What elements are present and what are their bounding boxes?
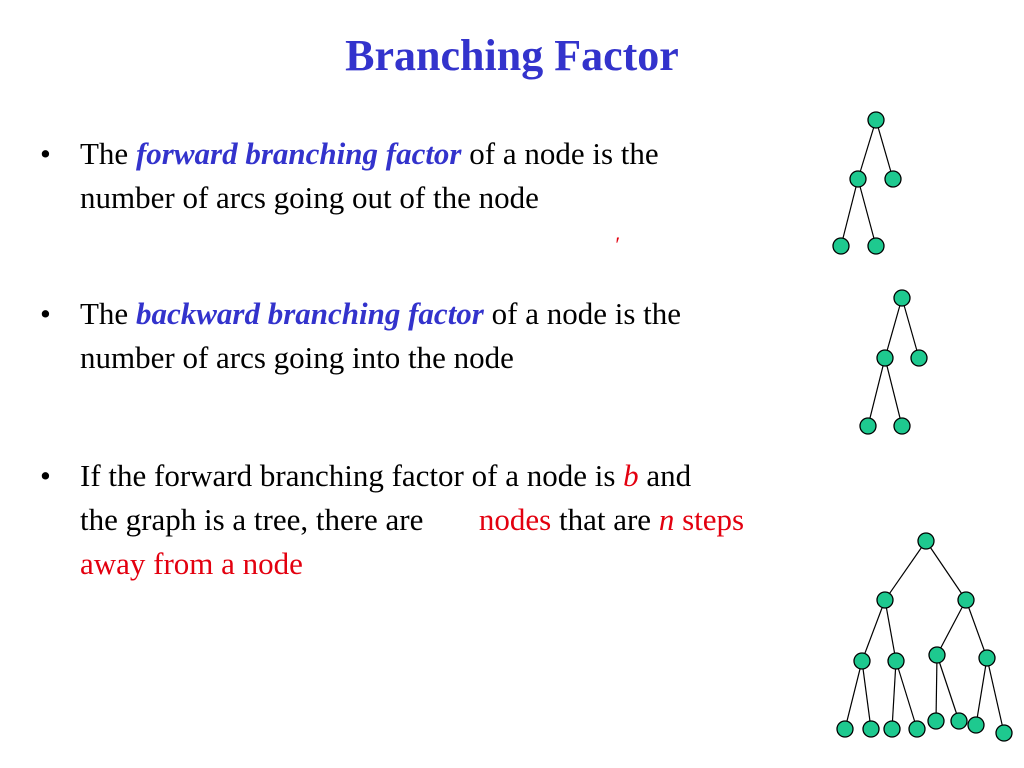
tree-node <box>876 591 894 609</box>
variable-n: n <box>658 502 675 537</box>
bullet-dot: • <box>40 458 51 493</box>
bullet-line2: number of arcs going out of the node <box>80 180 539 215</box>
stray-mark: ′ <box>614 232 619 257</box>
steps-word: steps <box>682 502 745 537</box>
tree-node <box>928 646 946 664</box>
tree-node <box>876 349 894 367</box>
bullet-line1b: and <box>646 458 692 493</box>
term-backward-branching-factor: backward branching factor <box>135 296 484 331</box>
bullet-text: The forward branching factor of a node i… <box>80 132 880 220</box>
bullet-line1a: If the forward branching factor of a nod… <box>80 458 616 493</box>
tree-node <box>957 591 975 609</box>
tree-node <box>917 532 935 550</box>
tree-node <box>995 724 1013 742</box>
tree-diagram-backward <box>859 289 928 435</box>
tree-node <box>887 652 905 670</box>
bullet-suffix: of a node is the <box>469 136 659 171</box>
tree-node <box>893 289 911 307</box>
bullet-prefix: The <box>80 296 129 331</box>
tree-node <box>867 111 885 129</box>
tree-node <box>883 720 901 738</box>
tree-node <box>853 652 871 670</box>
tree-node <box>910 349 928 367</box>
variable-b: b <box>623 458 639 493</box>
bullet-text: If the forward branching factor of a nod… <box>80 454 920 586</box>
tree-diagram-forward <box>832 111 902 255</box>
tree-diagram-full <box>836 532 1013 742</box>
bullet-line2b: that are <box>558 502 652 537</box>
bullet-line2a: the graph is a tree, there are <box>80 502 424 537</box>
tree-node <box>832 237 850 255</box>
bullet-line2: number of arcs going into the node <box>80 340 514 375</box>
tree-node <box>849 170 867 188</box>
bullet-dot: • <box>40 296 51 331</box>
bullet-line3: away from a node <box>80 546 303 581</box>
tree-node <box>836 720 854 738</box>
tree-node <box>978 649 996 667</box>
term-forward-branching-factor: forward branching factor <box>135 136 462 171</box>
tree-node <box>859 417 877 435</box>
tree-node <box>862 720 880 738</box>
bullet-text: The backward branching factor of a node … <box>80 292 880 380</box>
nodes-word: nodes <box>478 502 552 537</box>
tree-node <box>867 237 885 255</box>
bullet-suffix: of a node is the <box>491 296 682 331</box>
bullet-prefix: The <box>80 136 129 171</box>
tree-node <box>927 712 945 730</box>
tree-node <box>950 712 968 730</box>
tree-node <box>908 720 926 738</box>
tree-node <box>893 417 911 435</box>
tree-node <box>967 716 985 734</box>
tree-node <box>884 170 902 188</box>
slide-title: Branching Factor <box>345 31 679 80</box>
bullet-dot: • <box>40 136 51 171</box>
